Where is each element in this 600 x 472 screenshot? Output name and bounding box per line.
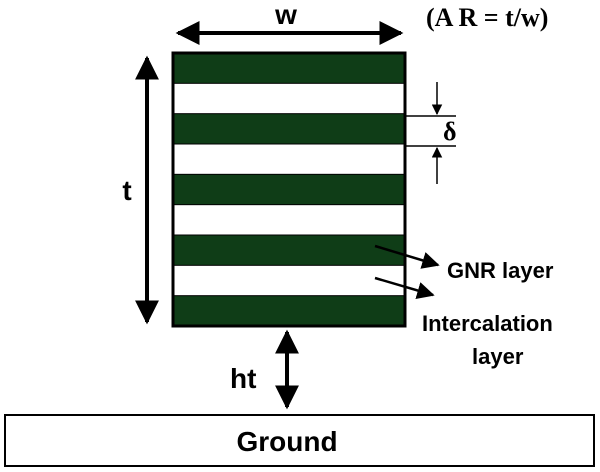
delta-label: δ bbox=[443, 117, 457, 146]
ground-label: Ground bbox=[236, 426, 337, 457]
thickness-label: t bbox=[122, 175, 131, 206]
gnr-layer bbox=[172, 52, 406, 85]
intercalation-pointer-arrow bbox=[374, 276, 435, 299]
gnr-layer bbox=[172, 234, 406, 267]
intercalation-layer bbox=[172, 204, 406, 236]
intercalation-label-line1: Intercalation bbox=[422, 311, 553, 336]
intercalation-layer bbox=[172, 264, 406, 297]
intercalation-layer bbox=[172, 82, 406, 115]
gnr-layer bbox=[172, 113, 406, 145]
ground-plane bbox=[4, 414, 595, 467]
gnr-layer bbox=[172, 173, 406, 206]
gnr-pointer-arrow bbox=[374, 244, 440, 269]
width-label: w bbox=[274, 0, 297, 30]
intercalation-layer bbox=[172, 143, 406, 176]
gnr-layer-label: GNR layer bbox=[447, 258, 554, 283]
gnr-layer bbox=[172, 295, 406, 328]
layer-stack bbox=[172, 52, 406, 328]
delta-indicator bbox=[405, 82, 456, 184]
intercalation-label-line2: layer bbox=[472, 344, 524, 369]
height-label: ht bbox=[230, 363, 256, 394]
stack-outline bbox=[171, 51, 407, 328]
aspect-ratio-label: (A R = t/w) bbox=[426, 3, 548, 32]
